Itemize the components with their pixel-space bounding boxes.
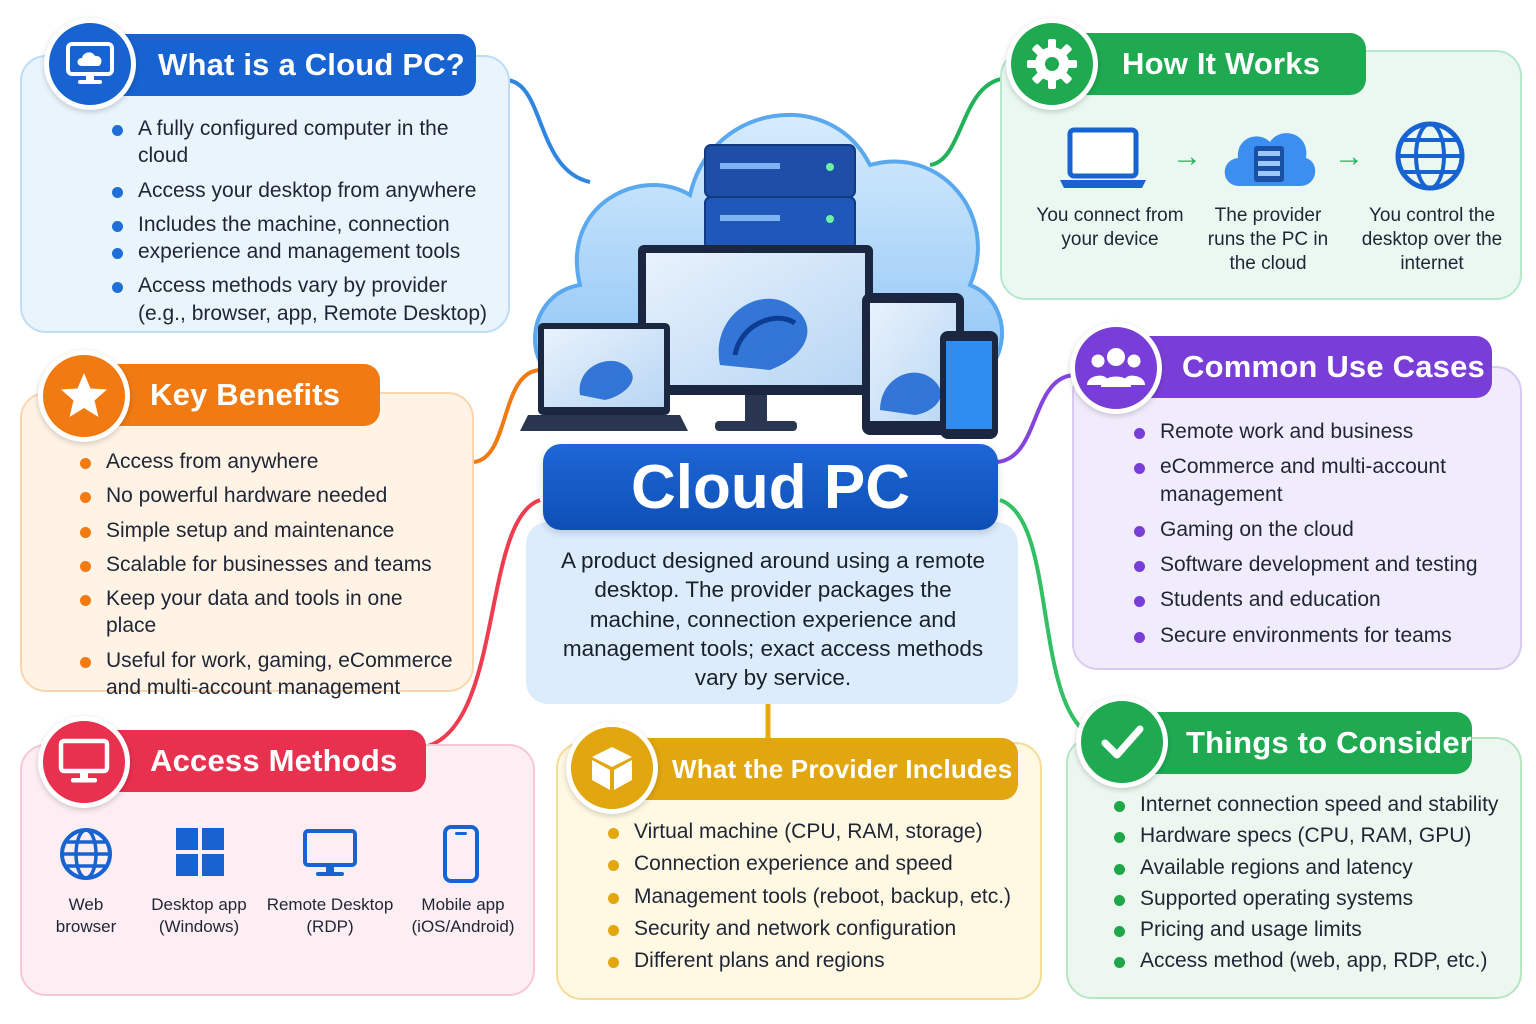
list-item: Access methods vary by provider (e.g., b… — [108, 272, 498, 327]
use-cases-title: Common Use Cases — [1182, 349, 1485, 384]
center-description-box — [526, 522, 1018, 704]
list-item: Simple setup and maintenance — [76, 517, 456, 544]
use-cases-list: Remote work and business eCommerce and m… — [1130, 418, 1510, 649]
arrow-icon: → — [1334, 140, 1364, 173]
access-method-label: Remote Desktop (RDP) — [266, 895, 394, 937]
how-it-works-header: How It Works — [1060, 33, 1366, 95]
monitor-icon — [303, 829, 357, 876]
laptop-device — [520, 323, 688, 431]
use-cases-card: Remote work and business eCommerce and m… — [1072, 366, 1522, 670]
access-methods-header: Access Methods — [100, 730, 426, 792]
flow-step-label: You control the desktop over the interne… — [1361, 205, 1503, 275]
monitor-device — [638, 245, 873, 431]
arrow-icon: → — [1172, 140, 1202, 173]
list-item: eCommerce and multi-account management — [1130, 453, 1510, 508]
list-item: experience and management tools — [108, 238, 498, 265]
what-is-header: What is a Cloud PC? — [100, 34, 476, 96]
list-item: Virtual machine (CPU, RAM, storage) — [604, 818, 1034, 845]
phone-device — [940, 331, 998, 439]
check-icon — [1076, 696, 1168, 788]
key-benefits-header: Key Benefits — [100, 364, 380, 426]
cloud-devices-illustration — [520, 112, 1005, 439]
access-method-label: Web browser — [55, 895, 117, 937]
use-cases-header: Common Use Cases — [1130, 336, 1492, 398]
list-item: Access from anywhere — [76, 448, 456, 475]
users-icon — [1070, 322, 1162, 414]
star-icon — [38, 350, 130, 442]
consider-header: Things to Consider — [1130, 712, 1472, 774]
list-item: Useful for work, gaming, eCommerce and m… — [76, 647, 456, 702]
list-item: Keep your data and tools in one place — [76, 585, 456, 640]
monitor-icon — [38, 716, 130, 808]
list-item: Remote work and business — [1130, 418, 1510, 445]
list-item: Software development and testing — [1130, 551, 1510, 578]
provider-includes-header: What the Provider Includes — [620, 738, 1018, 800]
provider-includes-title: What the Provider Includes — [672, 753, 1013, 784]
list-item: Gaming on the cloud — [1130, 516, 1510, 543]
list-item: Management tools (reboot, backup, etc.) — [604, 883, 1034, 910]
phone-icon — [443, 825, 479, 883]
list-item: Access your desktop from anywhere — [108, 177, 498, 204]
list-item: No powerful hardware needed — [76, 482, 456, 509]
key-benefits-list: Access from anywhere No powerful hardwar… — [76, 448, 456, 701]
flow-step-label: You connect from your device — [1036, 205, 1184, 251]
cloud-server-icon — [1224, 133, 1316, 186]
list-item: Hardware specs (CPU, RAM, GPU) — [1110, 822, 1520, 849]
list-item: Connection experience and speed — [604, 850, 1034, 877]
list-item: Security and network configuration — [604, 915, 1034, 942]
key-benefits-title: Key Benefits — [150, 377, 341, 412]
list-item: Available regions and latency — [1110, 854, 1520, 881]
list-item: Different plans and regions — [604, 947, 1034, 974]
gear-icon — [1006, 18, 1098, 110]
access-method-label: Desktop app (Windows) — [151, 895, 247, 937]
flow-step-label: The provider runs the PC in the cloud — [1207, 205, 1329, 275]
list-item: Students and education — [1130, 586, 1510, 613]
list-item: Scalable for businesses and teams — [76, 551, 456, 578]
laptop-icon — [1060, 127, 1146, 188]
list-item: Supported operating systems — [1110, 885, 1520, 912]
center-title: Cloud PC — [543, 444, 998, 530]
box-icon — [566, 722, 658, 814]
consider-list: Internet connection speed and stability … — [1110, 791, 1520, 975]
list-item: Includes the machine, connection — [108, 211, 498, 238]
list-item: Pricing and usage limits — [1110, 916, 1520, 943]
cloud-monitor-icon — [44, 18, 136, 110]
windows-icon — [176, 828, 224, 876]
how-it-works-title: How It Works — [1122, 46, 1321, 81]
provider-includes-list: Virtual machine (CPU, RAM, storage) Conn… — [604, 818, 1034, 974]
list-item: Access method (web, app, RDP, etc.) — [1110, 947, 1520, 974]
globe-icon — [1395, 121, 1465, 191]
key-benefits-card: Access from anywhere No powerful hardwar… — [20, 392, 474, 699]
center-description: A product designed around using a remote… — [560, 548, 986, 690]
what-is-list: A fully configured computer in the cloud… — [108, 115, 498, 327]
globe-icon — [60, 828, 112, 880]
consider-title: Things to Consider — [1186, 725, 1473, 760]
what-is-title: What is a Cloud PC? — [158, 47, 465, 82]
access-methods-title: Access Methods — [150, 743, 398, 778]
list-item: Secure environments for teams — [1130, 622, 1510, 649]
list-item: Internet connection speed and stability — [1110, 791, 1520, 818]
access-method-label: Mobile app (iOS/Android) — [411, 895, 515, 937]
list-item: A fully configured computer in the cloud — [108, 115, 498, 170]
